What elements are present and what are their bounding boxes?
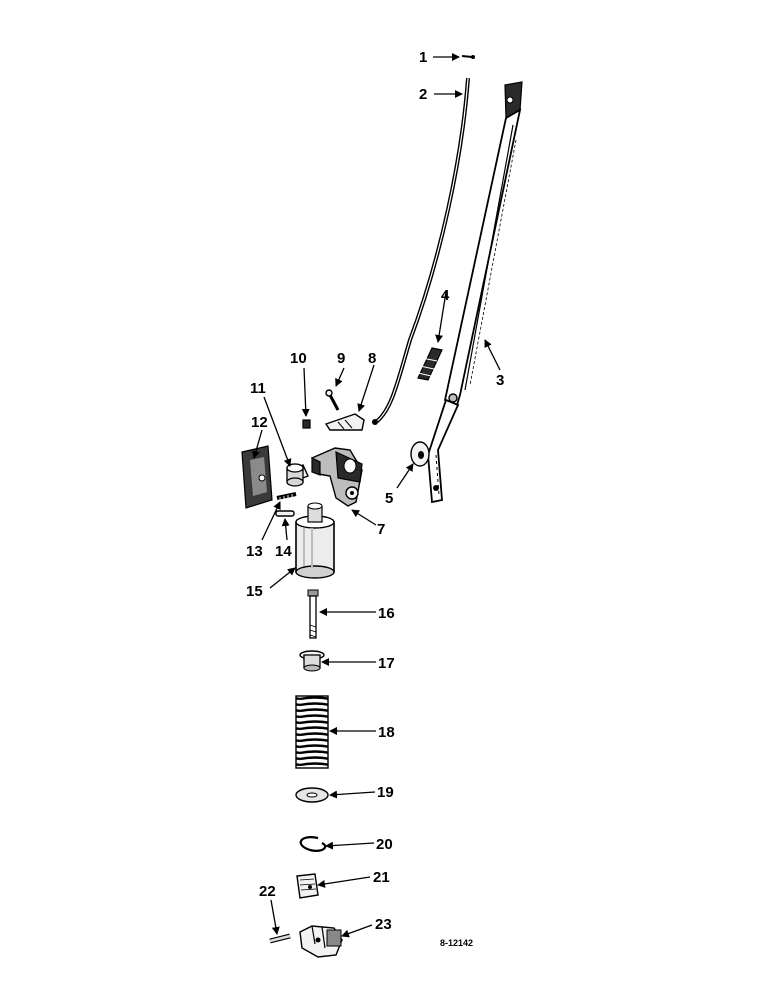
callout-16: 16 bbox=[378, 605, 395, 622]
part-21-block bbox=[296, 873, 319, 899]
part-1-pin bbox=[461, 55, 475, 59]
callout-10: 10 bbox=[290, 350, 307, 367]
callout-13: 13 bbox=[246, 543, 263, 560]
part-14-pin bbox=[275, 510, 295, 517]
part-15-housing bbox=[295, 502, 335, 579]
callout-12: 12 bbox=[251, 414, 268, 431]
callout-18: 18 bbox=[378, 724, 395, 741]
callout-9: 9 bbox=[337, 350, 345, 367]
callout-8: 8 bbox=[368, 350, 376, 367]
callout-15: 15 bbox=[246, 583, 263, 600]
callout-7: 7 bbox=[377, 521, 385, 538]
part-2-rod bbox=[372, 77, 470, 425]
part-22-pin bbox=[269, 933, 291, 944]
part-8-wedge bbox=[324, 413, 365, 431]
part-18-spring bbox=[295, 695, 329, 769]
part-20-snap-ring bbox=[299, 836, 327, 852]
callout-21: 21 bbox=[373, 869, 390, 886]
part-5-washer bbox=[410, 441, 430, 467]
part-7-bracket bbox=[311, 447, 363, 507]
callout-22: 22 bbox=[259, 883, 276, 900]
callout-11: 11 bbox=[250, 380, 266, 397]
part-10-nut bbox=[302, 419, 311, 429]
part-4-stud bbox=[417, 347, 443, 381]
leader-lines bbox=[252, 53, 501, 938]
callout-20: 20 bbox=[376, 836, 393, 853]
part-9-pin bbox=[325, 389, 340, 411]
part-12-plate bbox=[241, 445, 273, 509]
callout-17: 17 bbox=[378, 655, 395, 672]
callout-labels: 1 2 3 4 5 7 8 9 10 11 12 13 14 15 16 17 … bbox=[246, 49, 504, 948]
drawing-code: 8-12142 bbox=[440, 938, 473, 948]
part-23-clevis bbox=[299, 925, 343, 958]
callout-23: 23 bbox=[375, 916, 392, 933]
part-17-seat bbox=[299, 650, 325, 672]
callout-2: 2 bbox=[419, 86, 427, 103]
callout-5: 5 bbox=[385, 490, 393, 507]
callout-19: 19 bbox=[377, 784, 394, 801]
callout-14: 14 bbox=[275, 543, 292, 560]
callout-3: 3 bbox=[496, 372, 504, 389]
callout-4: 4 bbox=[441, 287, 450, 304]
part-11-cylinder bbox=[286, 463, 309, 487]
part-16-bolt bbox=[307, 589, 319, 639]
callout-1: 1 bbox=[419, 49, 427, 66]
part-13-screw bbox=[276, 492, 297, 500]
part-19-washer bbox=[295, 787, 329, 803]
